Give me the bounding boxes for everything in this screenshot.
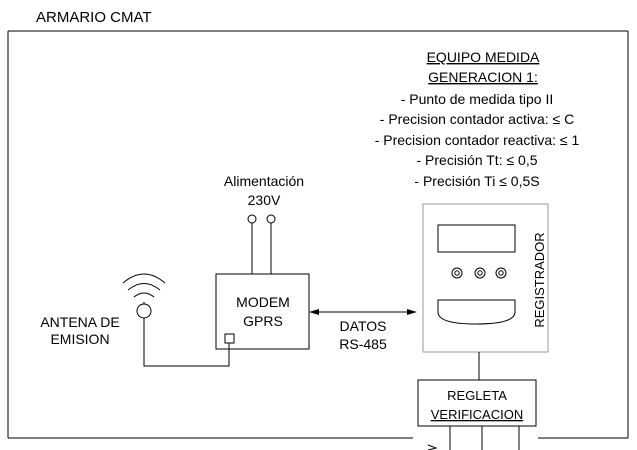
power-terminal-icon xyxy=(266,214,276,224)
antenna-label-line1: ANTENA DE xyxy=(40,314,119,330)
registrador-label: REGISTRADOR xyxy=(532,232,547,327)
antenna-cable xyxy=(143,318,230,367)
regleta-label-line1: REGLETA xyxy=(447,388,507,403)
arrow-right-icon xyxy=(407,309,417,315)
spec-line: - Precision contador activa: ≤ C xyxy=(380,111,574,127)
power-terminal-icon xyxy=(247,214,257,224)
regleta-label-line2: VERIFICACION xyxy=(431,407,523,422)
meter-display xyxy=(437,224,516,253)
meter-terminal-cover xyxy=(437,299,516,325)
power-voltage: 230V xyxy=(248,192,281,208)
antenna-icon xyxy=(122,273,166,319)
data-link-label-line1: DATOS xyxy=(340,318,387,334)
spec-line: - Precisión Ti ≤ 0,5S xyxy=(414,173,539,189)
cabinet-frame xyxy=(7,30,629,439)
spec-line: - Punto de medida tipo II xyxy=(401,91,554,107)
meter-knob-icon xyxy=(451,267,507,279)
antenna-label-line2: EMISION xyxy=(50,331,109,347)
regleta-output-wires xyxy=(427,426,520,450)
cabinet-title: ARMARIO CMAT xyxy=(36,9,152,26)
spec-line: - Precisión Tt: ≤ 0,5 xyxy=(416,152,537,168)
equipment-title-line2: GENERACION 1: xyxy=(428,69,538,85)
arrow-left-icon xyxy=(309,309,319,315)
modem-label-line1: MODEM xyxy=(236,294,290,310)
equipment-title-line1: EQUIPO MEDIDA xyxy=(427,49,540,65)
power-label: Alimentación xyxy=(224,173,304,189)
modem-port xyxy=(224,333,235,344)
modem-label-line2: GPRS xyxy=(243,313,283,329)
data-link-label-line2: RS-485 xyxy=(339,336,387,352)
spec-line: - Precision contador reactiva: ≤ 1 xyxy=(375,132,580,148)
regleta-box xyxy=(417,379,537,427)
